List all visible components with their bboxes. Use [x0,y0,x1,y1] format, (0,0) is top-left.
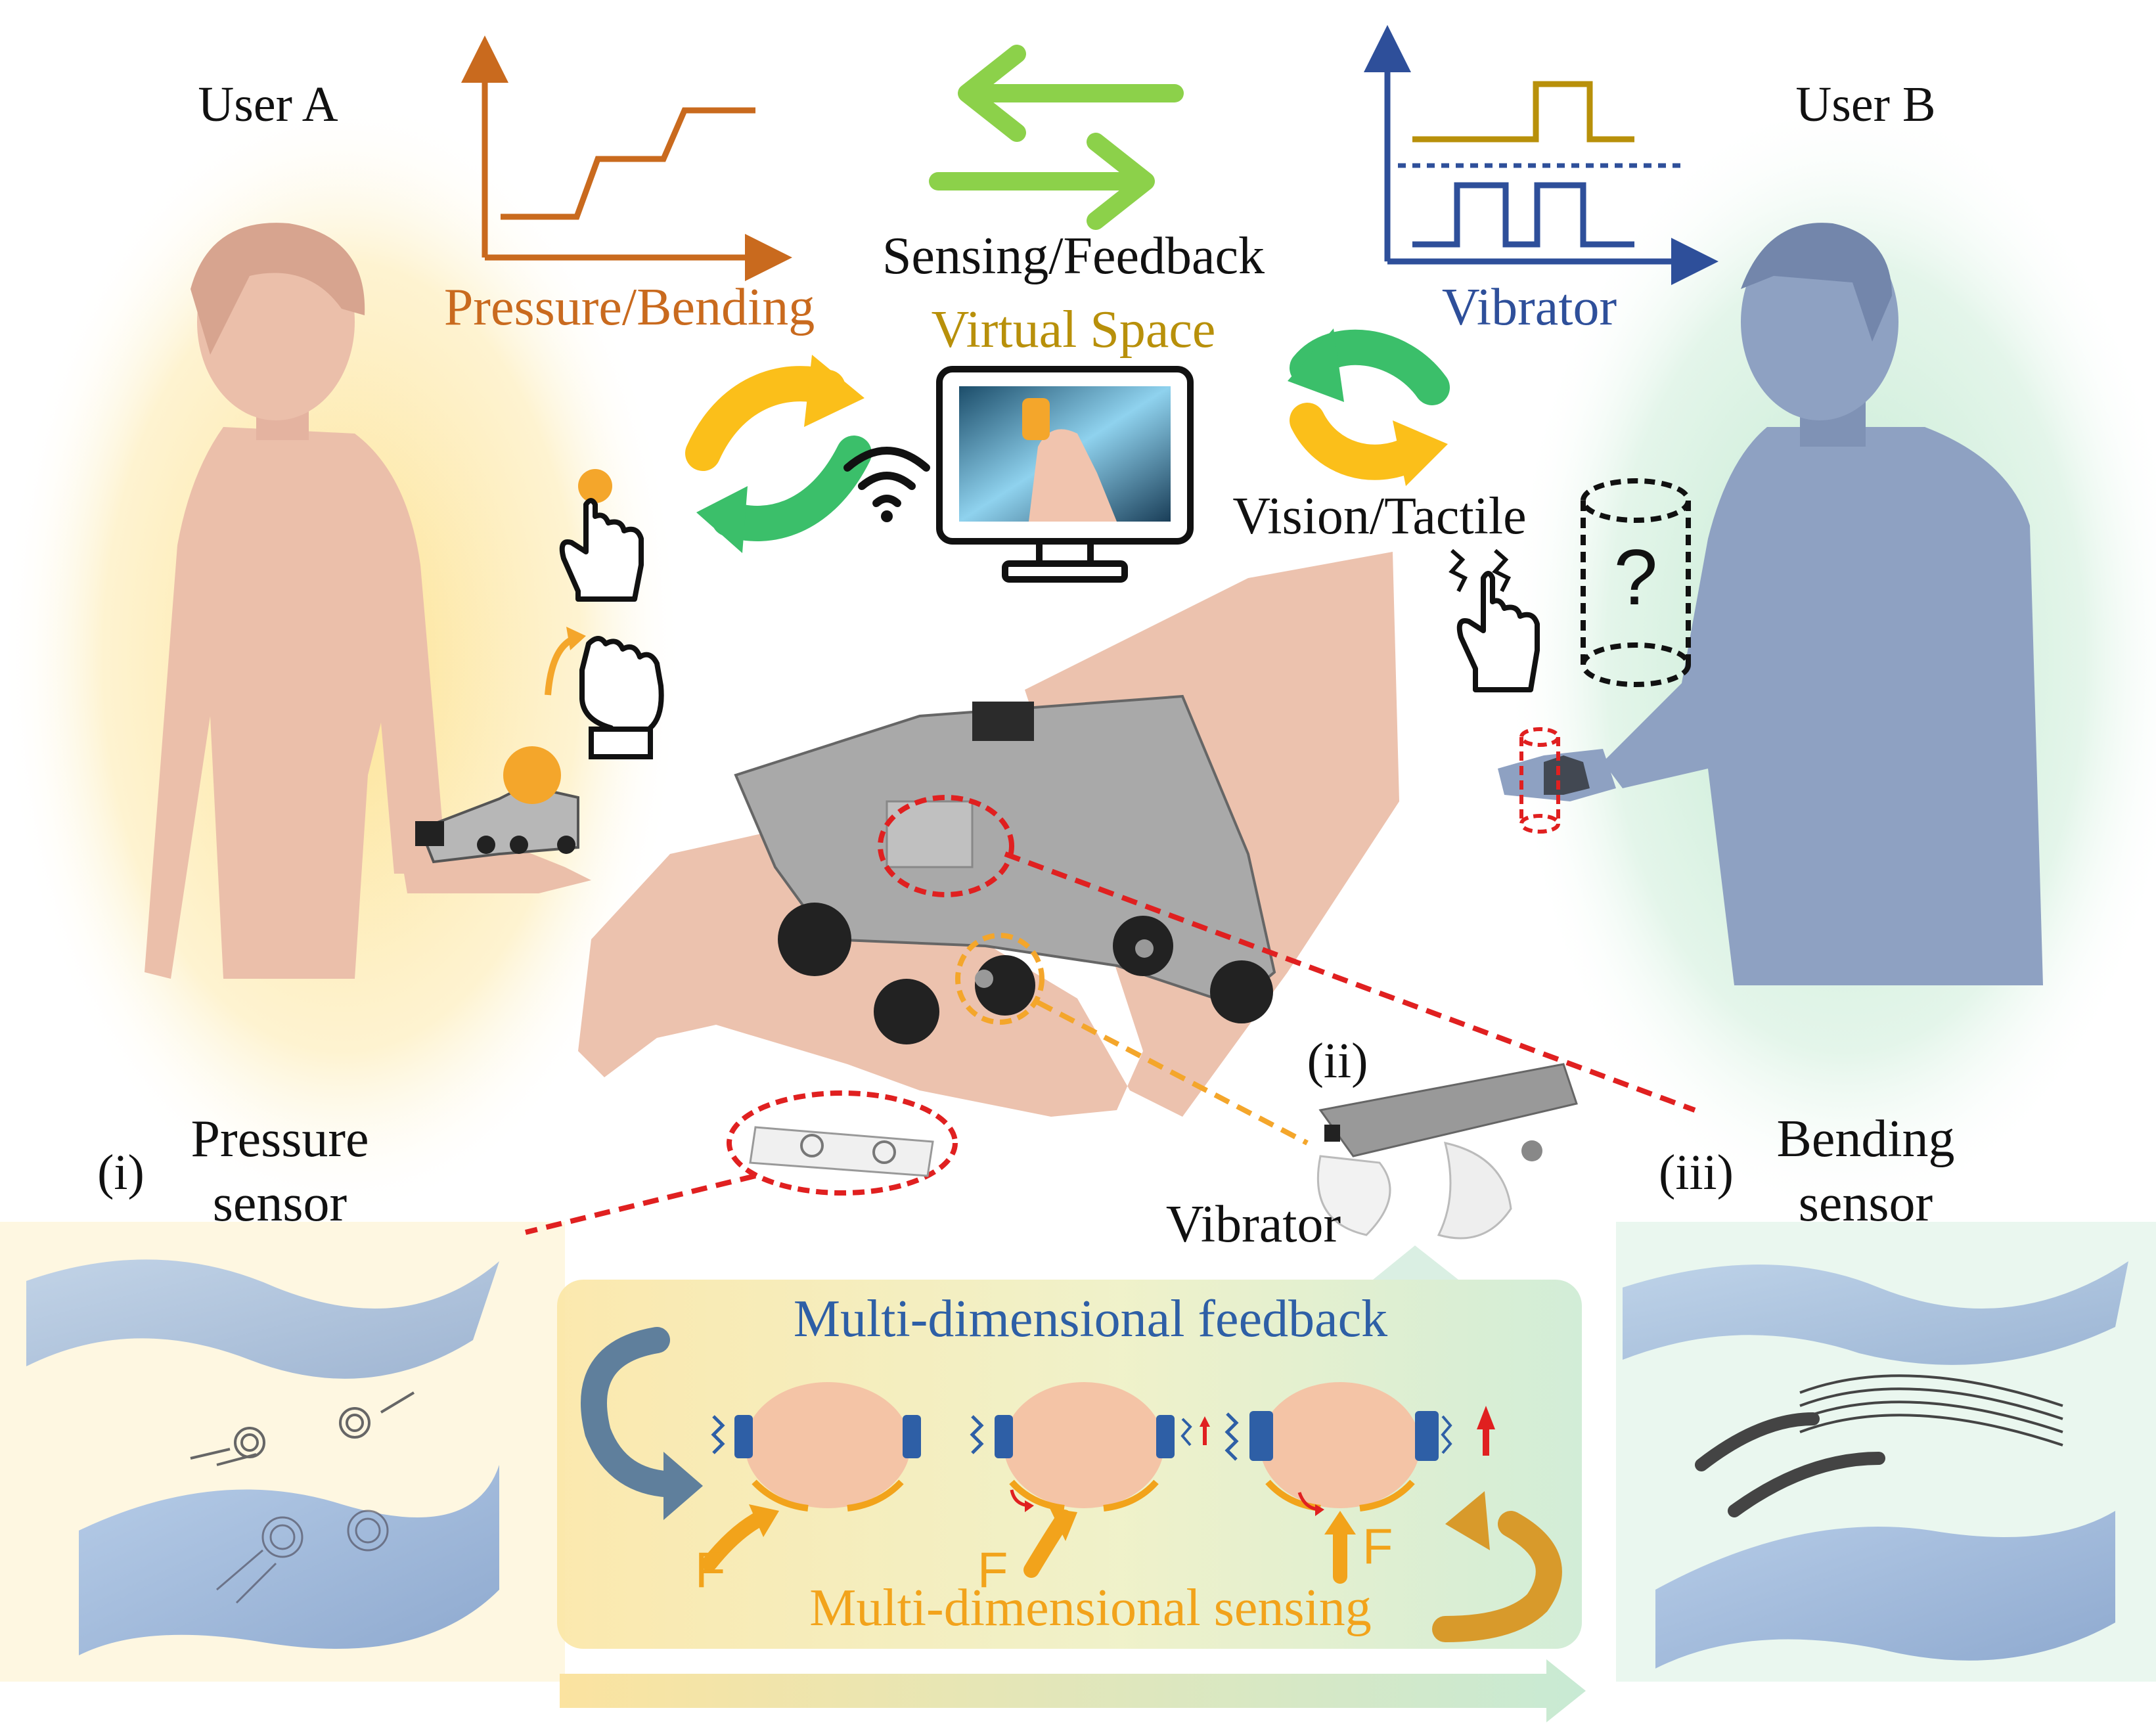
tap-gesture-icon [559,469,644,602]
vibration-touch-icon [1449,549,1540,692]
leader-line-pressure [525,1173,756,1235]
leader-line-vibrator [1037,1000,1309,1146]
pressure-bending-chart [461,35,792,281]
pressure-top-layer [26,1259,499,1379]
text-labels: User A User B Pressure/Bending Sensing/F… [97,77,1954,1637]
bending-top-layer [1623,1261,2128,1365]
sensing-curved-arrow [1432,1491,1562,1642]
vision-tactile-label: Vision/Tactile [1232,487,1526,545]
bending-bottom-layer [1655,1511,2115,1669]
feedback-curved-arrow [581,1327,703,1520]
roman-i-label: (i) [97,1145,145,1200]
vibrator-top-label: Vibrator [1442,279,1617,336]
left-cycle-arrows [685,355,872,553]
pressure-sensor-stack [26,1259,499,1655]
progress-arrow-bar [560,1659,1586,1722]
pressure-sensor-highlight [727,1090,958,1196]
target-cylinder-highlight [1519,727,1560,834]
vibrator-blue-pulse [1412,182,1634,248]
roman-iii-label: (iii) [1659,1145,1734,1200]
vibrator-gold-pulse [1412,81,1634,143]
force-label-2: F [977,1542,1008,1598]
bend-gesture-icon [545,627,664,759]
pressure-sensor-patch [749,1126,934,1177]
leader-line-bending [1004,851,1696,1113]
vibrator-ring-device [1316,1063,1578,1240]
glove-device-a [415,746,579,864]
monitor-icon [936,366,1194,583]
question-mark-label: ? [1614,533,1658,621]
virtual-space-label: Virtual Space [932,301,1216,359]
vibrator-chart [1364,25,1718,285]
user-a-label: User A [198,77,338,132]
pressure-sensor-line1: Pressure [191,1110,369,1168]
box-pointer [1373,1245,1458,1280]
unit-1 [702,1382,921,1571]
bending-sensor-line1: Bending [1776,1110,1954,1168]
bending-electrodes [1799,1374,2063,1446]
wifi-icon [843,447,930,522]
central-glove-device [734,694,1276,1044]
sensing-feedback-label: Sensing/Feedback [882,227,1265,285]
pressure-sensor-line2: sensor [213,1175,347,1232]
unit-3 [1224,1382,1495,1584]
force-label-3: F [1362,1519,1393,1575]
bending-sensor-line2: sensor [1799,1175,1933,1232]
vibrator-highlight [955,933,1044,1025]
unit-2 [970,1382,1210,1578]
vibrator-bottom-label: Vibrator [1166,1196,1341,1253]
pressure-step-line [501,107,755,220]
multi-feedback-label: Multi-dimensional feedback [794,1290,1387,1348]
pressure-bottom-layer [79,1465,499,1655]
pressure-electrodes [190,1391,415,1466]
pressure-bending-label: Pressure/Bending [444,279,815,336]
sensing-feedback-arrows [929,45,1184,230]
roman-ii-label: (ii) [1307,1033,1368,1088]
multi-sensing-label: Multi-dimensional sensing [809,1579,1372,1637]
force-label-1: F [695,1542,725,1598]
user-b-label: User B [1795,77,1935,132]
bending-sensor-stack [1623,1261,2128,1669]
unknown-object-cylinder-icon [1581,478,1691,687]
bending-sensor-highlight [878,795,1014,897]
right-cycle-arrows [1288,328,1450,486]
